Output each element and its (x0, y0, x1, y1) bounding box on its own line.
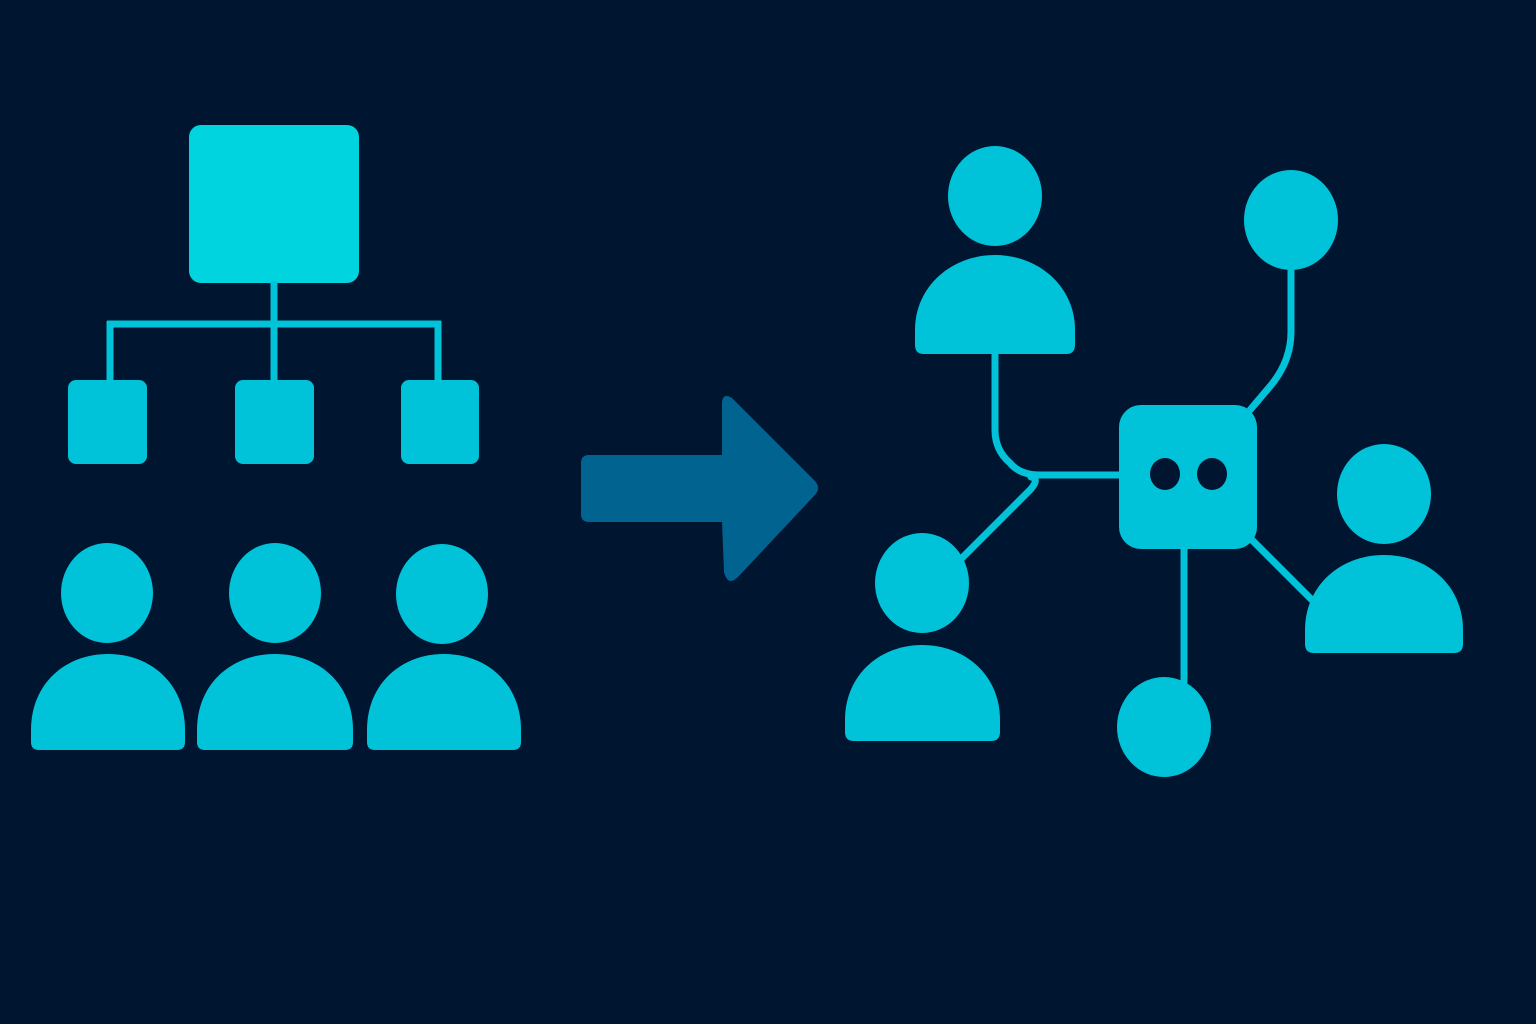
team-box-center (235, 380, 314, 464)
hierarchy-panel (31, 125, 521, 750)
hub-eye-left (1150, 458, 1180, 490)
team-box-left (68, 380, 147, 464)
person-right (367, 544, 521, 750)
org-connectors (106, 281, 442, 382)
person-far-right (1305, 444, 1463, 653)
network-connectors (958, 262, 1319, 686)
person-top-left (915, 146, 1075, 354)
person-center (197, 543, 353, 750)
network-panel (845, 146, 1463, 777)
manager-box (189, 125, 359, 283)
node-bottom (1117, 677, 1211, 777)
person-bottom-left (845, 533, 1000, 741)
ai-hub (1119, 405, 1257, 549)
person-left (31, 543, 185, 750)
hub-box (1119, 405, 1257, 549)
node-top-right (1244, 170, 1338, 270)
transition-arrow (581, 396, 818, 581)
team-box-right (401, 380, 479, 464)
hub-eye-right (1197, 458, 1227, 490)
